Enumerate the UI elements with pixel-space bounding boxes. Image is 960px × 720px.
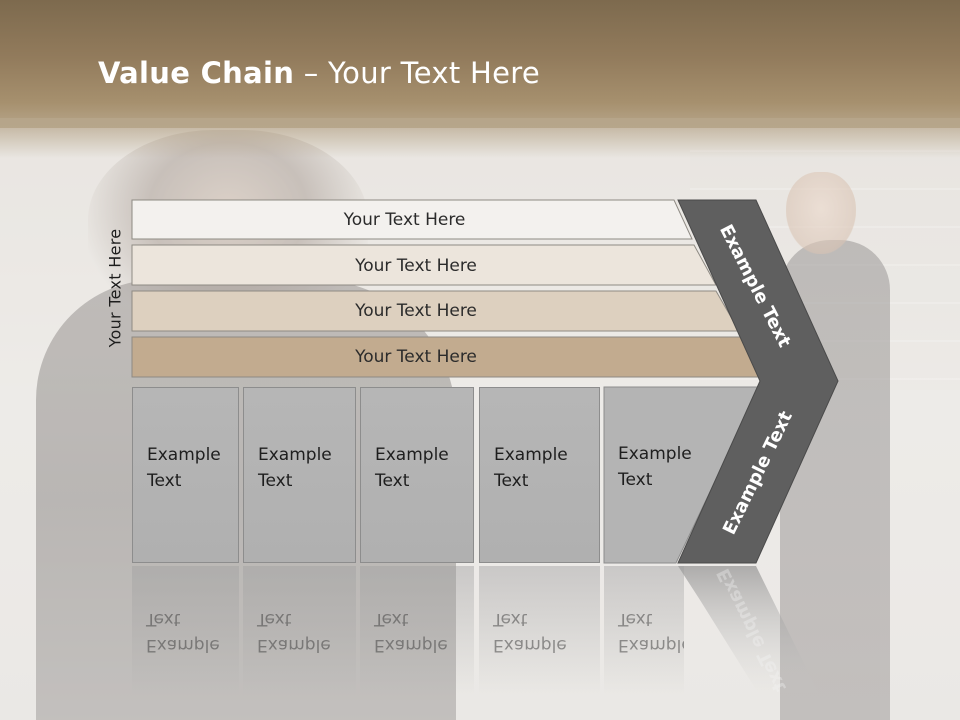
header-band	[0, 0, 960, 128]
header-fade	[0, 118, 960, 158]
row-4-label: Your Text Here	[355, 346, 477, 367]
box-5-shape[interactable]	[603, 386, 761, 564]
row-2[interactable]: Your Text Here	[132, 246, 700, 285]
background-person-man-head	[786, 172, 856, 254]
row-4[interactable]: Your Text Here	[132, 337, 700, 376]
chevron-arrow[interactable]	[677, 199, 839, 564]
title-rest: – Your Text Here	[294, 56, 540, 90]
slide-title[interactable]: Value Chain – Your Text Here	[98, 56, 540, 90]
row-1-label: Your Text Here	[343, 209, 466, 230]
chevron-reflection	[678, 566, 820, 696]
row-1[interactable]: Your Text Here	[132, 200, 677, 239]
row-shape[interactable]	[131, 199, 693, 240]
row-2-label: Your Text Here	[355, 255, 477, 276]
row-3-label: Your Text Here	[355, 300, 477, 321]
title-bold: Value Chain	[98, 56, 295, 90]
row-3[interactable]: Your Text Here	[132, 291, 700, 330]
